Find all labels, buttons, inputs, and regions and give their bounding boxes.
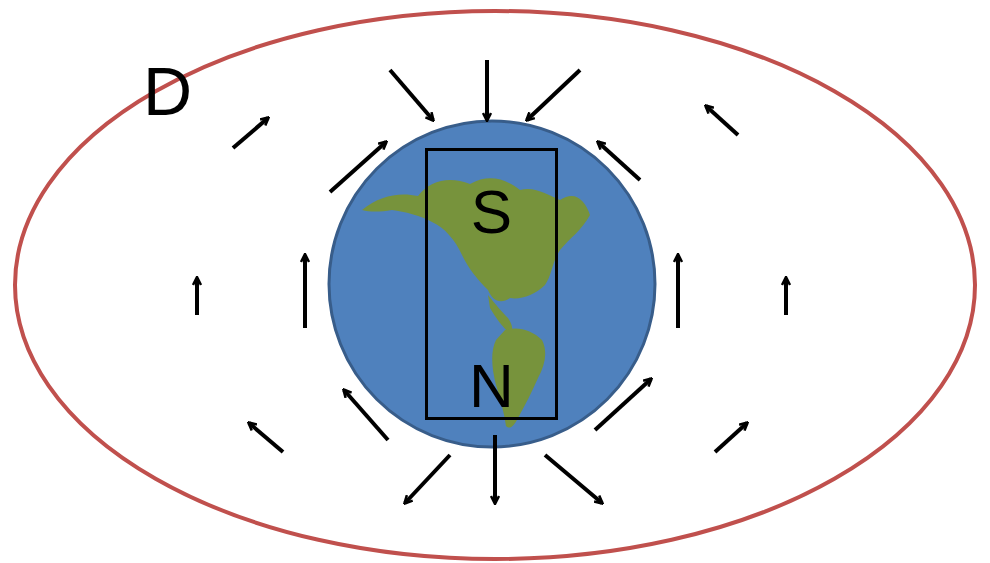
pole-label: S [428,181,555,243]
central-america [488,295,512,333]
field-arrows [197,60,786,503]
region-label: D [143,57,192,125]
earth-globe [329,121,655,447]
pole-label: N [428,355,555,417]
bar-magnet: SN [425,148,558,420]
region-ellipse [15,11,975,559]
